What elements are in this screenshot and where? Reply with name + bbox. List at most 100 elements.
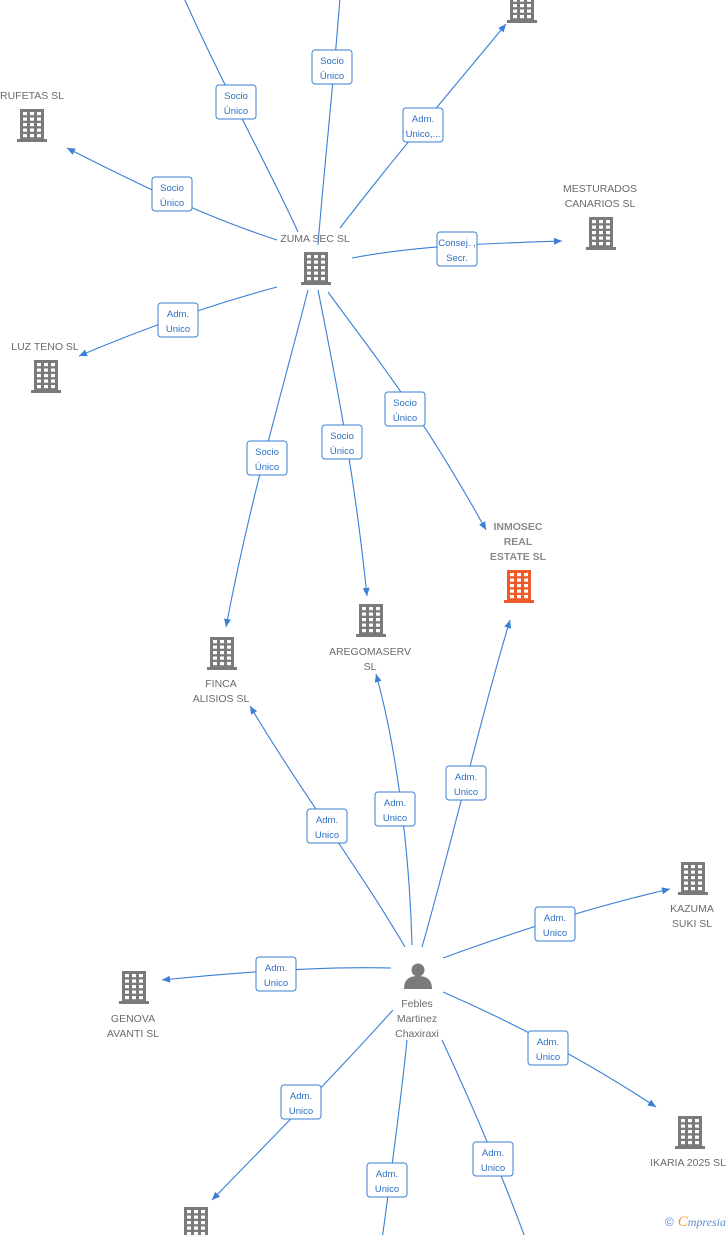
node-label-zuma-sec: ZUMA SEC SL [280, 233, 350, 245]
arrow-head-icon [647, 1099, 656, 1107]
relation-label-line: Unico [481, 1163, 505, 1174]
arrow-head-icon [162, 975, 171, 983]
relation-label-line: Unico [315, 830, 339, 841]
relation-label-box[interactable]: Adm.Unico [534, 906, 576, 942]
arrow-head-icon [362, 587, 370, 596]
relation-label: Adm.Unico [166, 309, 190, 335]
relation-label: Adm.Unico [383, 798, 407, 824]
node-label-inmosec-line: ESTATE SL [490, 551, 547, 563]
person-icon[interactable] [404, 963, 432, 990]
relation-label-box[interactable]: Adm. Unico [366, 1162, 408, 1198]
node-label-kazuma-suki-line: KAZUMA [670, 903, 714, 915]
building-icon-genova-avanti[interactable] [119, 971, 149, 1004]
relation-label-line: Único [320, 71, 344, 82]
relation-label: Adm. Unico [481, 1148, 505, 1174]
relation-label-box[interactable]: Adm. Unico,... [402, 107, 444, 143]
relation-label-line: Único [224, 106, 248, 117]
node-label-zuma-sec-line: ZUMA SEC SL [280, 233, 350, 245]
building-icon-aregomaserv[interactable] [356, 604, 386, 637]
node-label-inmosec-line: REAL [504, 536, 533, 548]
relation-label-line: Unico [454, 787, 478, 798]
relation-label-box[interactable]: Adm.Unico [157, 302, 199, 338]
relation-label-line: Adm. [544, 913, 566, 924]
relation-label-line: Unico [264, 978, 288, 989]
relation-edge [382, 1039, 408, 1235]
building-icon-inmosec[interactable] [504, 570, 534, 603]
building-icon-luz-teno[interactable] [31, 360, 61, 393]
arrow-head-icon [553, 237, 562, 245]
relation-label-box[interactable]: Adm. Unico [445, 765, 487, 801]
relation-label-line: Unico [536, 1052, 560, 1063]
node-label-ikaria-2025-line: IKARIA 2025 SL [650, 1157, 726, 1169]
relation-label-line: Adm. [376, 1169, 398, 1180]
building-icon-zuma-sec[interactable] [301, 252, 331, 285]
node-label-kazuma-suki-line: SUKI SL [672, 918, 712, 930]
relation-edge [184, 0, 299, 233]
relation-label-box[interactable]: Consej. ,Secr. [436, 231, 478, 267]
node-label-febles-line: Martinez [397, 1013, 437, 1025]
relation-label: Adm. Unico,... [406, 114, 441, 140]
building-icon-ikaria-2025[interactable] [675, 1116, 705, 1149]
relation-label-line: Único [330, 446, 354, 457]
relation-label-box[interactable]: Adm.Unico [374, 791, 416, 827]
relation-label-box[interactable]: Adm. Unico [472, 1141, 514, 1177]
building-icon-bottom-left[interactable] [181, 1207, 211, 1235]
relation-label-line: Adm. [412, 114, 434, 125]
relation-label-line: Unico [375, 1184, 399, 1195]
building-icon-rufetas[interactable] [17, 109, 47, 142]
relation-label-line: Unico,... [406, 129, 441, 140]
relation-label-line: Adm. [265, 963, 287, 974]
node-label-aregomaserv-line: AREGOMASERV [329, 646, 411, 658]
arrow-head-icon [504, 620, 512, 629]
relation-label-line: Socio [160, 183, 184, 194]
relation-label-line: Secr. [446, 253, 468, 264]
relation-label-line: Socio [224, 91, 248, 102]
arrow-head-icon [79, 349, 88, 357]
node-label-finca-alisios: FINCA ALISIOS SL [193, 678, 250, 705]
node-label-rufetas-line: RUFETAS SL [0, 90, 64, 102]
node-label-mesturados-line: CANARIOS SL [565, 198, 636, 210]
node-label-mesturados: MESTURADOS CANARIOS SL [563, 183, 637, 210]
relation-label-line: Adm. [455, 772, 477, 783]
node-label-kazuma-suki: KAZUMA SUKI SL [670, 903, 714, 930]
building-icon-top-right[interactable] [507, 0, 537, 23]
relation-label: Adm. Unico [454, 772, 478, 798]
node-label-finca-alisios-line: ALISIOS SL [193, 693, 250, 705]
node-label-aregomaserv-line: SL [364, 661, 377, 673]
node-label-luz-teno: LUZ TENO SL [11, 341, 79, 353]
arrow-head-icon [661, 887, 670, 895]
relation-label-box[interactable]: Adm. Unico [255, 956, 297, 992]
relation-label: Consej. ,Secr. [438, 238, 476, 264]
relation-label-line: Adm. [290, 1091, 312, 1102]
arrow-head-icon [212, 1191, 221, 1200]
relation-label-box[interactable]: Adm.Unico [527, 1030, 569, 1066]
node-label-luz-teno-line: LUZ TENO SL [11, 341, 79, 353]
relation-label-line: Adm. [482, 1148, 504, 1159]
node-label-febles-line: Chaxiraxi [395, 1028, 439, 1040]
building-icon-kazuma-suki[interactable] [678, 862, 708, 895]
relation-label-line: Único [160, 198, 184, 209]
relation-label-box[interactable]: Adm.Unico [306, 808, 348, 844]
node-label-aregomaserv: AREGOMASERV SL [329, 646, 411, 673]
arrow-head-icon [250, 706, 258, 715]
brand-logo: ©Cmpresia [664, 1214, 726, 1230]
node-label-finca-alisios-line: FINCA [205, 678, 237, 690]
node-label-mesturados-line: MESTURADOS [563, 183, 637, 195]
relation-label-box[interactable]: Adm. Unico [280, 1084, 322, 1120]
building-icon-finca-alisios[interactable] [207, 637, 237, 670]
building-icon-mesturados[interactable] [586, 217, 616, 250]
relation-edge [317, 0, 341, 246]
relation-label-line: Unico [289, 1106, 313, 1117]
